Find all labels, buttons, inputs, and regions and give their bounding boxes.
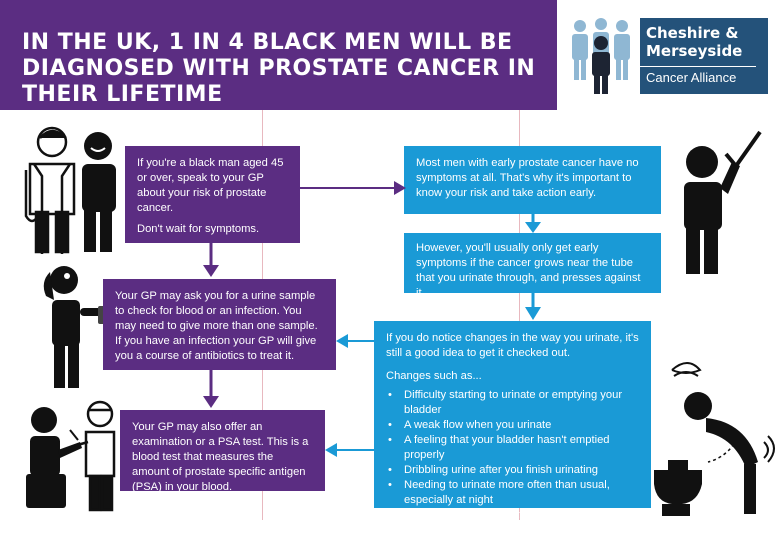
changes-label: Changes such as... [386,370,482,382]
list-item: A feeling that your bladder hasn't empti… [388,433,639,463]
header-banner: In the UK, 1 in 4 black men will be diag… [0,0,557,110]
logo-line-2: Merseyside [646,42,743,60]
right-step-2-text: However, you'll usually only get early s… [416,242,641,299]
list-item: Needing to urinate more often than usual… [388,478,639,508]
people-group-icon [572,18,630,94]
doctor-and-patient-icon [24,126,116,254]
arrow-right-icon [300,181,406,195]
left-step-1-box: If you're a black man aged 45 or over, s… [125,146,300,243]
arrow-left-icon [325,443,375,457]
list-item: Difficulty starting to urinate or emptyi… [388,388,639,418]
right-step-3-intro: If you do notice changes in the way you … [386,332,639,359]
changes-list: Difficulty starting to urinate or emptyi… [386,388,639,538]
cancer-alliance-logo: Cheshire & Merseyside Cancer Alliance [640,18,768,94]
arrow-down-icon [525,214,541,233]
right-step-1-text: Most men with early prostate cancer have… [416,157,639,199]
left-step-2-text: Your GP may ask you for a urine sample t… [115,290,318,362]
left-step-1-emphasis: Don't wait for symptoms. [137,223,260,235]
logo-line-1: Cheshire & [646,24,739,42]
page-title: In the UK, 1 in 4 black men will be diag… [22,30,536,107]
thinking-man-tick-icon [684,130,762,274]
list-item: A weak flow when you urinate [388,418,639,433]
right-step-1-box: Most men with early prostate cancer have… [404,146,661,214]
arrow-down-icon [525,293,541,320]
man-at-toilet-icon [654,362,775,516]
right-step-3-box: If you do notice changes in the way you … [374,321,651,536]
blood-test-icon [26,400,116,512]
arrow-down-icon [203,243,219,277]
arrow-down-icon [203,370,219,408]
logo-line-3: Cancer Alliance [640,66,756,85]
list-item: A sudden need to urinate – sometimes lea… [388,508,639,538]
left-step-1-text: If you're a black man aged 45 or over, s… [137,157,284,214]
left-step-3-text: Your GP may also offer an examination or… [132,421,309,493]
right-step-2-box: However, you'll usually only get early s… [404,233,661,299]
left-step-2-box: Your GP may ask you for a urine sample t… [103,279,336,370]
list-item: Dribbling urine after you finish urinati… [388,463,639,478]
arrow-left-icon [336,334,376,348]
guide-line-right [519,110,520,520]
left-step-3-box: Your GP may also offer an examination or… [120,410,325,493]
